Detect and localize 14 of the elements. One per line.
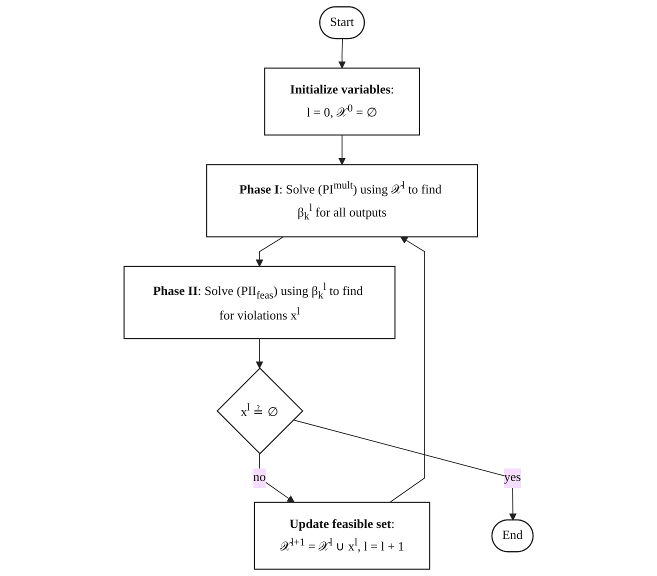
edge-label: yes: [504, 471, 521, 485]
arrow: [338, 134, 346, 165]
node-box: Update feasible set: 𝒳$^{l+1}$ = 𝒳$^{l}$ ∪ x$^{l}$, l = l + 1: [254, 502, 430, 570]
arrow: [259, 453, 295, 503]
node-box: Phase II: Solve (PII$_{feas}$) using β$_{k}$$^{l}$ to find for violations x$^{l}$: [123, 266, 396, 340]
arrow: [338, 38, 346, 68]
node-diamond: x$^{l}$ ≟ ∅: [216, 367, 304, 454]
arrow: [292, 419, 517, 521]
arrow: [256, 236, 284, 267]
node-box: Initialize variables: l = 0, 𝒳$^{0}$ = ∅: [264, 68, 420, 136]
arrow: [389, 236, 425, 503]
arrow: [256, 338, 264, 369]
edge-label: no: [253, 471, 266, 485]
node-box: Phase I: Solve (PI$^{mult}$) using 𝒳$^{l}$ to find β$_{k}$$^{l}$ for all outputs: [206, 164, 478, 238]
